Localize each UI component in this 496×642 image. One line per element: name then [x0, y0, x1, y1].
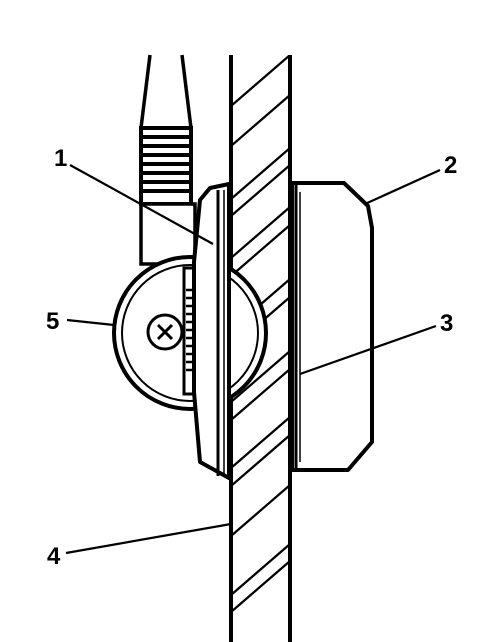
leader-line-5	[66, 318, 115, 327]
callout-4: 4	[47, 543, 61, 570]
callout-5: 5	[46, 308, 59, 335]
rear-housing	[290, 181, 374, 472]
leader-lines	[65, 164, 441, 555]
ribbed-cable-boot	[139, 126, 193, 206]
callout-1: 1	[54, 145, 67, 172]
callout-2: 2	[444, 152, 457, 179]
leader-line-4	[65, 522, 232, 555]
mount-base	[192, 182, 231, 480]
swivel-mount	[112, 255, 268, 411]
antenna-mast	[139, 54, 197, 266]
pivot-screw-icon	[146, 313, 184, 351]
leader-line-3	[299, 324, 437, 376]
leader-line-1	[69, 164, 214, 245]
leader-line-2	[364, 168, 441, 206]
callout-3: 3	[440, 310, 453, 337]
